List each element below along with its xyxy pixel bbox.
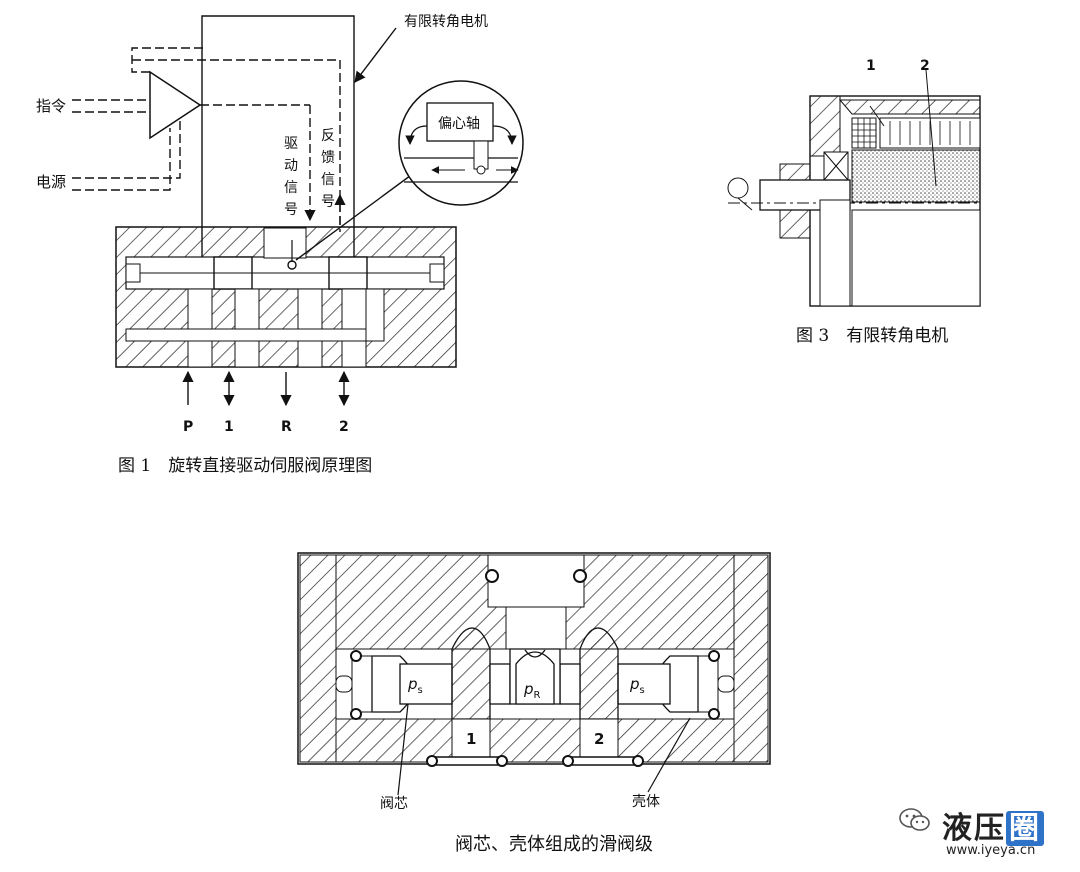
spool-label: 阀芯 (380, 796, 408, 812)
port-1-label: 1 (466, 730, 476, 748)
housing-label: 壳体 (632, 793, 660, 810)
eccentric-shaft-detail (398, 80, 524, 206)
drive-signal-char: 信 (284, 180, 298, 196)
drive-signal-char: 号 (284, 202, 298, 218)
figure-1-caption: 图 1 旋转直接驱动伺服阀原理图 (118, 456, 372, 476)
port-label-1: 1 (224, 419, 234, 435)
drive-signal-char: 驱 (284, 136, 298, 152)
figure-1: 偏心轴 有限转角电机 指令 电源 驱 动 信 号 反 馈 信 号 (36, 14, 524, 476)
port-label-2: 2 (339, 419, 349, 435)
motor-part-1-label: 1 (866, 58, 876, 74)
power-label: 电源 (36, 173, 66, 191)
eccentric-shaft-label: 偏心轴 (438, 116, 480, 132)
motor-label: 有限转角电机 (404, 14, 488, 30)
rotor-core (851, 149, 981, 203)
figure-3-caption: 图 3 有限转角电机 (796, 326, 948, 346)
feedback-signal-char: 号 (321, 194, 335, 210)
port-label-r: R (281, 419, 292, 435)
bottom-figure-caption: 阀芯、壳体组成的滑阀级 (455, 834, 653, 855)
port-label-p: P (183, 419, 193, 435)
drive-signal-char: 动 (284, 158, 298, 174)
watermark-logo: 液压圈 (942, 803, 1074, 846)
figure-spool-stage: ps pR ps 1 2 阀芯 壳体 阀芯、壳体组成的滑阀级 (297, 552, 771, 855)
command-label: 指令 (36, 97, 66, 115)
spool (371, 627, 699, 720)
feedback-signal-char: 馈 (321, 150, 335, 166)
figure-3: 1 2 图 3 有限转角电机 (727, 58, 981, 346)
feedback-signal-char: 信 (321, 172, 335, 188)
feedback-signal-char: 反 (321, 128, 335, 144)
pressure-ps-left: ps (407, 675, 423, 696)
wechat-icon (899, 808, 930, 831)
watermark-url: www.iyeya.cn (946, 843, 1036, 858)
amplifier-icon (149, 70, 202, 140)
motor-part-2-label: 2 (920, 58, 930, 74)
port-2-label: 2 (594, 730, 604, 748)
pressure-ps-right: ps (629, 675, 645, 696)
pressure-pr: pR (523, 680, 541, 701)
